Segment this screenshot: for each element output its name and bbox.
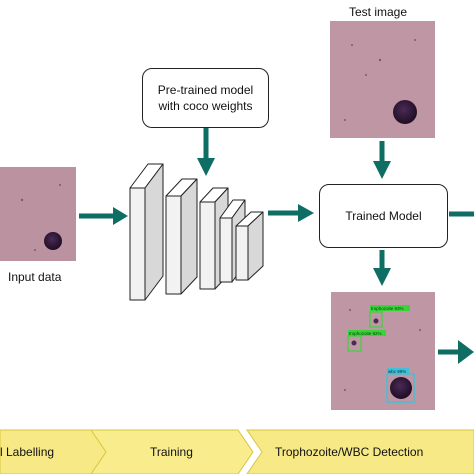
arrow-result-right	[438, 340, 474, 364]
arrow-input-to-model	[79, 207, 128, 225]
detection-box-trophozoite-1: trophozoite 93%	[369, 305, 410, 328]
pretrained-model-line2: with coco weights	[158, 99, 253, 113]
pipeline-step-3	[246, 429, 474, 474]
cnn-layers	[129, 163, 264, 301]
pipeline-step-1-label: l Labelling	[0, 445, 55, 459]
detection-box-trophozoite-2: trophozoite 92%	[347, 330, 386, 352]
pipeline-step-3-label: Trophozoite/WBC Detection	[275, 445, 424, 459]
arrow-model-to-trained	[268, 204, 314, 222]
cnn-layer-1	[129, 163, 164, 301]
trained-model-label: Trained Model	[345, 209, 422, 223]
detection-label-1: trophozoite 93%	[371, 306, 404, 311]
cnn-layer-2	[165, 178, 198, 295]
trained-model-box: Trained Model	[319, 184, 448, 248]
test-image	[330, 21, 435, 138]
input-data-label: Input data	[8, 270, 62, 284]
arrow-test-to-trained	[373, 141, 391, 179]
pretrained-model-line1: Pre-trained model	[157, 83, 254, 97]
pipeline-step-2-label: Training	[150, 445, 193, 459]
input-image	[0, 167, 76, 261]
pretrained-model-box: Pre-trained model with coco weights	[142, 68, 269, 128]
detection-box-wbc: wbc 99%	[386, 368, 415, 403]
test-image-label: Test image	[349, 5, 408, 19]
detection-label-3: wbc 99%	[388, 369, 406, 374]
arrow-pretrained-to-model	[197, 128, 215, 176]
arrow-trained-to-result	[373, 250, 391, 286]
result-image: trophozoite 93% trophozoite 92% wbc 99%	[331, 292, 435, 410]
pipeline-bar	[0, 429, 474, 474]
pipeline-step-2	[90, 429, 254, 474]
cnn-layer-5	[235, 211, 264, 281]
detection-label-2: trophozoite 92%	[349, 331, 382, 336]
